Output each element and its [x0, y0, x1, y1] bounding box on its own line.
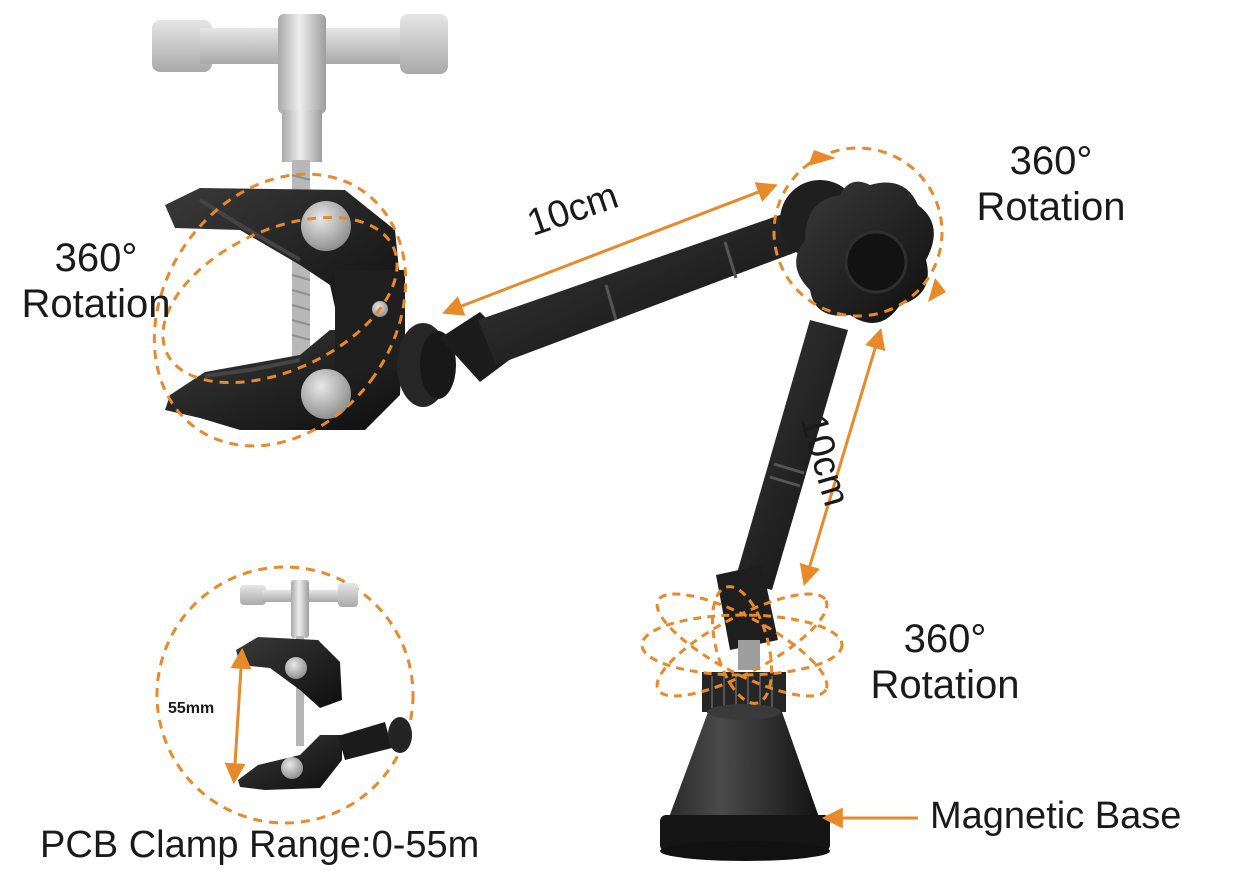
dimension-arrow-lower-arm [799, 327, 886, 587]
rotation-degrees: 360° [903, 617, 987, 661]
magnetic-base [660, 672, 830, 861]
rotation-label-clamp: 360° Rotation [8, 235, 184, 327]
pcb-clamp-range-caption: PCB Clamp Range:0-55m [40, 824, 480, 866]
dimension-arrow-clamp-opening [224, 647, 252, 785]
rotation-indicator-base [640, 585, 844, 705]
clamp-knob-upper [301, 201, 351, 251]
rotation-word: Rotation [976, 185, 1126, 229]
center-knob-joint [780, 180, 934, 323]
rotation-degrees: 360° [1009, 139, 1093, 183]
clamp-knob-lower [301, 369, 351, 419]
clamp-range-inset [155, 565, 415, 825]
t-handle-screw [152, 14, 448, 400]
super-clamp [165, 188, 456, 430]
dimension-arrow-upper-arm [442, 182, 778, 316]
rotation-degrees: 360° [54, 236, 138, 280]
clamp-opening-label: 55mm [168, 700, 215, 717]
rotation-indicator-clamp [152, 172, 408, 448]
rotation-label-knob: 360° Rotation [966, 138, 1136, 230]
upper-arm [440, 208, 815, 382]
rotation-word: Rotation [21, 282, 171, 326]
rotation-word: Rotation [870, 663, 1020, 707]
magnetic-base-label: Magnetic Base [930, 795, 1182, 837]
rotation-label-base: 360° Rotation [860, 616, 1030, 708]
